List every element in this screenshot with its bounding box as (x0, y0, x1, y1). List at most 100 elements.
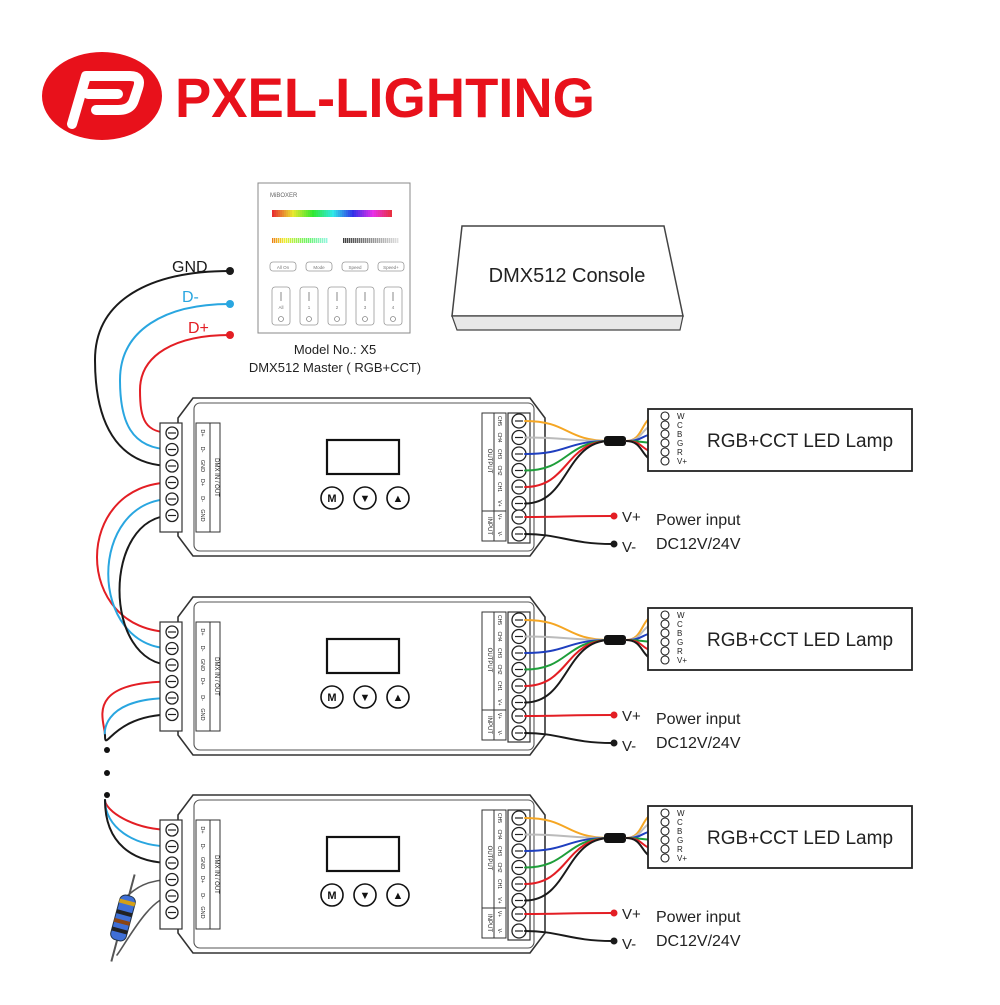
master-function-button[interactable] (377, 261, 405, 272)
power-terminal-icon (610, 711, 618, 719)
dmx-terminal-label: GND (199, 708, 205, 720)
power-terminal-icon (610, 739, 618, 747)
input-terminal-label: V+ (496, 911, 502, 917)
decoder-down-button-label: ▼ (360, 890, 371, 902)
output-channel-label: CH4 (496, 631, 502, 641)
decoder-up-button[interactable] (386, 685, 410, 709)
decoder-up-button[interactable] (386, 883, 410, 907)
master-zone-label: 3 (364, 305, 367, 310)
master-zone-label: 2 (336, 305, 339, 310)
output-channel-label: CH5 (496, 813, 502, 823)
cable-sleeve-icon (604, 833, 626, 843)
decoder-down-button[interactable] (353, 685, 377, 709)
master-function-button-label: Mode (313, 265, 325, 270)
decoder-down-button[interactable] (353, 883, 377, 907)
output-wire (524, 837, 611, 902)
color-spectrum-bar (272, 210, 392, 217)
master-brand-mark: MiBOXER (270, 193, 298, 199)
dmx-terminal-label: D+ (199, 678, 205, 685)
power-vminus-label: V- (622, 539, 636, 556)
lamp-pin (660, 411, 670, 421)
output-channel-label: CH4 (496, 829, 502, 839)
output-channel-label: V+ (496, 897, 502, 903)
master-function-button[interactable] (269, 261, 297, 272)
bus-wire-gnd (93, 270, 231, 467)
bus-wire-d-minus (118, 303, 231, 451)
lamp-pin-label: R (677, 448, 683, 457)
master-zone-slider[interactable] (299, 286, 319, 326)
input-terminal-label: V- (496, 929, 502, 934)
lamp-pin-label: W (677, 611, 685, 620)
dmx-terminal-label: D- (199, 844, 205, 850)
lamp-pin-label: V+ (677, 854, 687, 863)
dmx-terminal-label: D+ (199, 628, 205, 635)
brand-name: PXEL-LIGHTING (175, 66, 595, 129)
dmx-terminal-label: D- (199, 646, 205, 652)
decoder-down-button[interactable] (353, 486, 377, 510)
decoder-down-button-label: ▼ (360, 692, 371, 704)
lamp-pin (660, 429, 670, 439)
master-zone-slider[interactable] (327, 286, 347, 326)
output-wire (524, 440, 611, 505)
input-terminal-label: V- (496, 532, 502, 537)
lamp-pin-label: V+ (677, 656, 687, 665)
lamp-label: RGB+CCT LED Lamp (707, 828, 893, 849)
dmx-terminal-label: D+ (199, 826, 205, 833)
lamp-pin-label: G (677, 836, 683, 845)
master-function-button[interactable] (305, 261, 333, 272)
master-function-button[interactable] (341, 261, 369, 272)
power-vminus-label: V- (622, 936, 636, 953)
output-channel-label: CH3 (496, 449, 502, 459)
input-terminal-label: V+ (496, 713, 502, 719)
output-label: OUTPUT (486, 648, 492, 673)
lamp-pin-label: W (677, 412, 685, 421)
output-channel-label: CH3 (496, 648, 502, 658)
decoder-mode-button[interactable] (320, 685, 344, 709)
decoder-down-button-label: ▼ (360, 493, 371, 505)
decoder-display (325, 438, 401, 476)
master-function-button-label: Speed+ (383, 265, 399, 270)
lamp-pin (660, 844, 670, 854)
power-vplus-label: V+ (622, 708, 641, 725)
dmx-terminal-label: D+ (199, 429, 205, 436)
bus-terminal-icon (226, 300, 234, 308)
decoder-mode-button[interactable] (320, 486, 344, 510)
decoder-mode-button-label: M (327, 692, 336, 704)
lamp-pin-label: G (677, 638, 683, 647)
bus-terminal-icon (226, 331, 234, 339)
power-input-title: Power input (656, 711, 741, 728)
dmx-terminal-label: GND (199, 460, 205, 472)
decoder-up-button[interactable] (386, 486, 410, 510)
master-zone-slider[interactable] (383, 286, 403, 326)
output-channel-label: CH1 (496, 681, 502, 691)
power-input-title: Power input (656, 909, 741, 926)
power-voltage: DC12V/24V (656, 536, 741, 553)
master-zone-label: 1 (308, 305, 311, 310)
bus-label-d-minus: D- (182, 289, 199, 306)
output-channel-label: CH2 (496, 465, 502, 475)
master-zone-label: 4 (392, 305, 395, 310)
master-description: DMX512 Master ( RGB+CCT) (249, 360, 421, 375)
dmx-console: DMX512 Console (451, 225, 684, 331)
lamp-pin (660, 619, 670, 629)
decoder-mode-button[interactable] (320, 883, 344, 907)
lamp-pin (660, 447, 670, 457)
output-label: OUTPUT (486, 846, 492, 871)
lamp-pin-label: W (677, 809, 685, 818)
master-zone-slider[interactable] (355, 286, 375, 326)
master-zone-slider[interactable] (271, 286, 291, 326)
input-terminal-label: V- (496, 731, 502, 736)
brand-logo: PXEL-LIGHTING (42, 52, 595, 140)
dmx-terminal-label: GND (199, 906, 205, 918)
dmx-terminal-label: D+ (199, 876, 205, 883)
lamp-pin-label: B (677, 629, 682, 638)
bus-label-d-plus: D+ (188, 320, 209, 337)
output-channel-label: CH1 (496, 879, 502, 889)
lamp-pin (660, 456, 670, 466)
dmx-terminal-label: D+ (199, 479, 205, 486)
lamp-pin (660, 817, 670, 827)
cable-sleeve-icon (604, 436, 626, 446)
decoder-mode-button-label: M (327, 890, 336, 902)
power-terminal-icon (610, 909, 618, 917)
